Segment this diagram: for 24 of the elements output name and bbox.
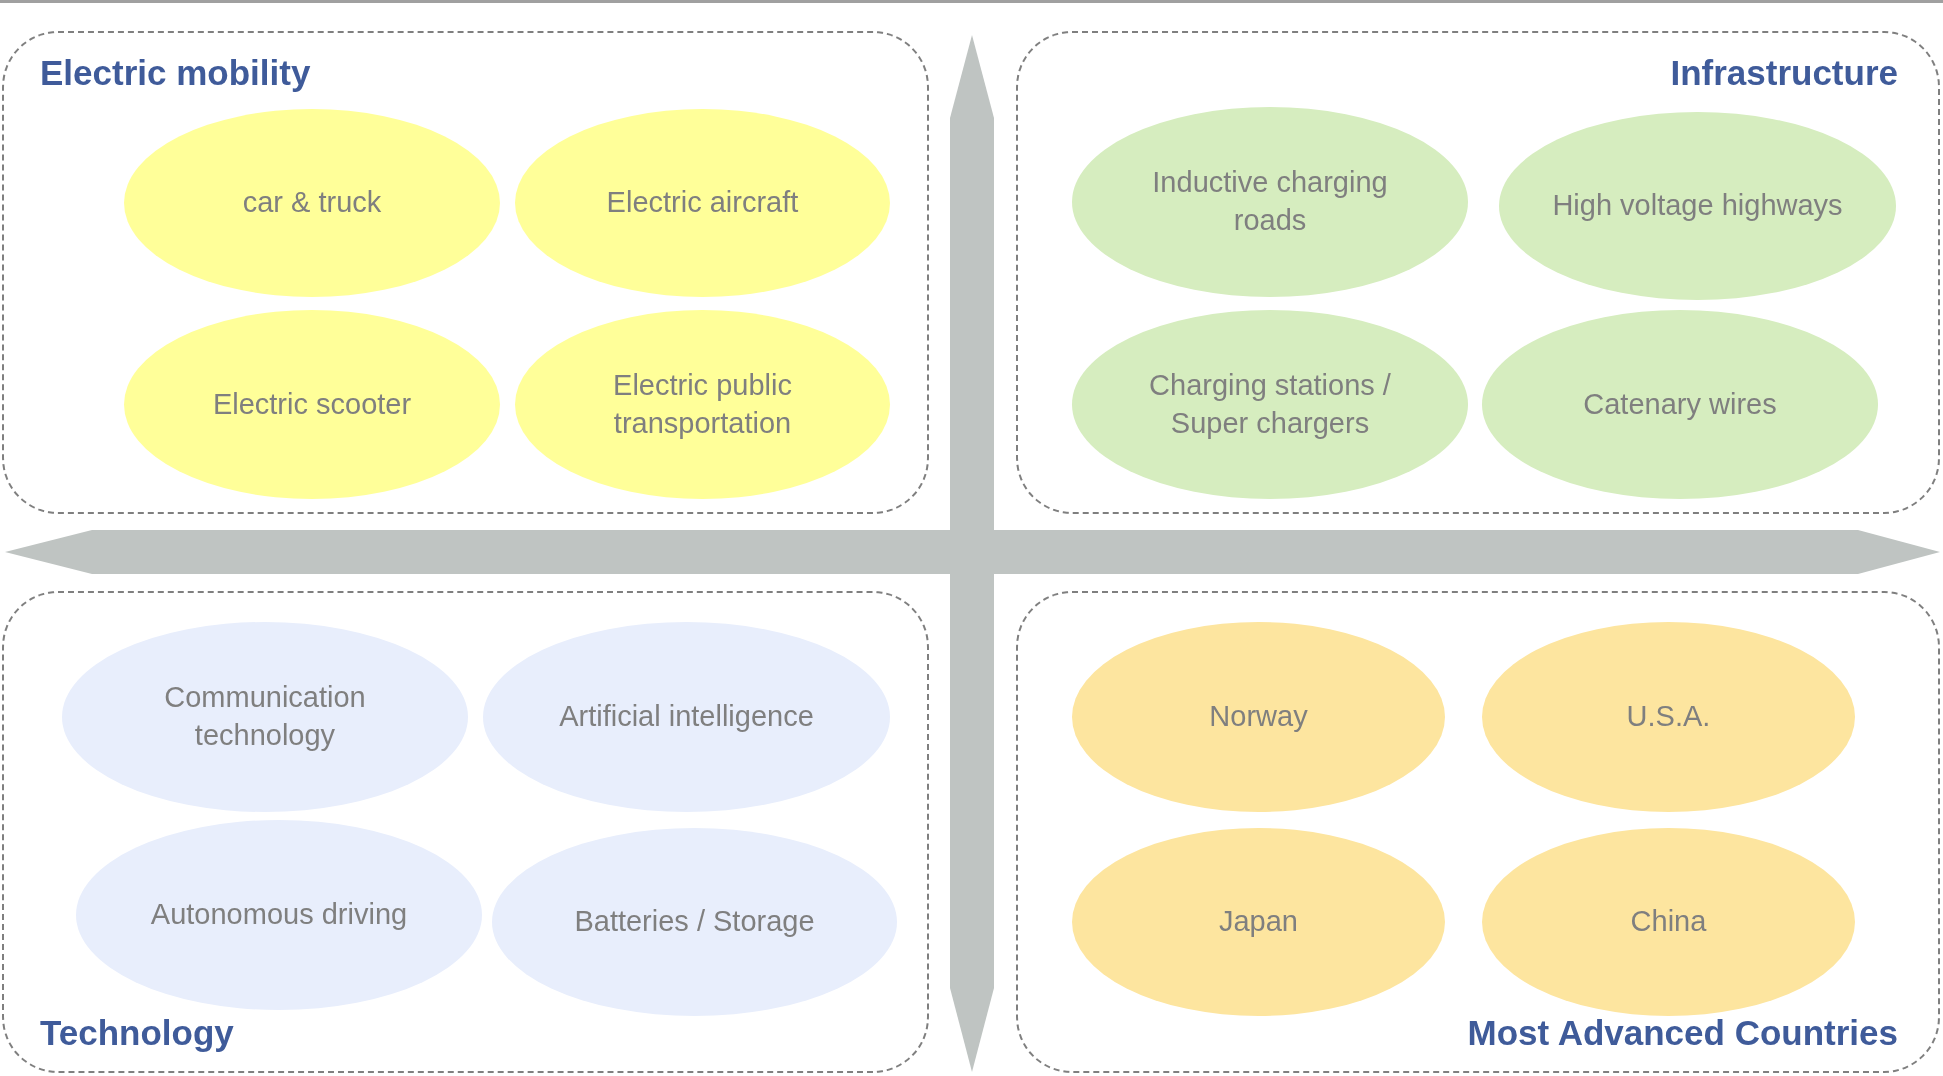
group-title: Most Advanced Countries — [1467, 1013, 1898, 1053]
group-panel — [1016, 591, 1940, 1073]
group-panel — [2, 31, 929, 514]
group-title: Technology — [40, 1013, 234, 1053]
node-label: car & truck — [242, 185, 382, 221]
node-label: Batteries / Storage — [574, 904, 815, 940]
group-title: Infrastructure — [1670, 53, 1898, 93]
node-label: Japan — [1219, 904, 1298, 940]
group-panel — [1016, 31, 1940, 514]
node-label: Autonomous driving — [150, 897, 408, 933]
node-label: Electric aircraft — [606, 185, 799, 221]
node-label: Electric public transportation — [612, 367, 793, 441]
node-label: Inductive charging roads — [1151, 165, 1389, 238]
group-panel — [2, 591, 929, 1073]
group-title: Electric mobility — [40, 53, 311, 93]
node-label: High voltage highways — [1552, 188, 1843, 224]
node-label: Artificial intelligence — [559, 699, 814, 735]
node-label: Communication technology — [163, 680, 367, 753]
node-label: Electric scooter — [212, 386, 412, 422]
node-label: Charging stations / Super chargers — [1148, 367, 1392, 441]
node-label: China — [1630, 904, 1707, 940]
node-label: U.S.A. — [1626, 699, 1711, 735]
node-label: Norway — [1209, 699, 1308, 735]
node-label: Catenary wires — [1583, 386, 1777, 422]
